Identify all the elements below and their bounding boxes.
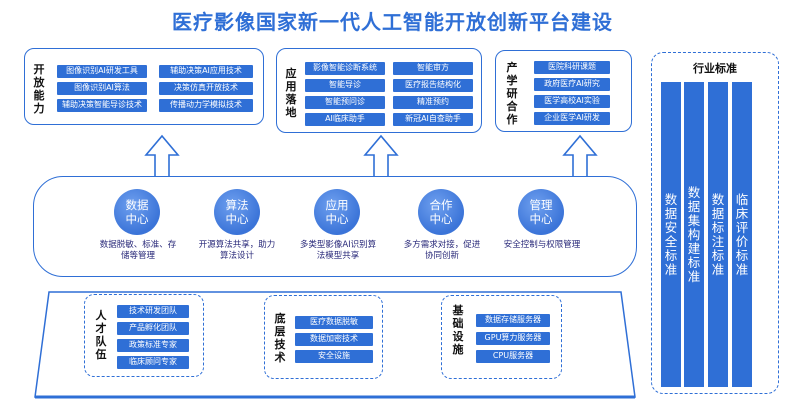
chip-coop-2: 政府医疗AI研究 [534,78,610,91]
center-caption: 开源算法共享，助力 算法设计 [198,240,276,261]
center-caption: 多方需求对接，促进 协同创新 [403,240,481,261]
chip-tech-1: 医疗数据脱敏 [295,316,373,329]
chip-talent-1: 技术研发团队 [117,305,189,318]
chip-app-3: 智能预问诊 [305,96,385,109]
chip-app-2: 智能导诊 [305,79,385,92]
chip-coop-1: 医院科研课题 [534,61,610,74]
open-capability-panel: 开放能力 图像识别AI研发工具 图像识别AI算法 辅助决策智能导诊技术 辅助决策… [24,48,264,125]
center-line1: 算法 [225,198,249,212]
talent-label: 人才队伍 [95,309,107,361]
infrastructure-panel: 基础设施 数据存储服务器 GPU算力服务器 CPU服务器 [441,295,562,379]
center-line1: 数据 [125,198,149,212]
center-line1: 合作 [429,198,453,212]
algorithm-center-circle: 算法 中心 [214,189,260,235]
chip-open-6: 传播动力学模拟技术 [159,99,253,112]
center-line1: 管理 [529,198,553,212]
application-panel: 应用落地 影像智能诊断系统 智能导诊 智能预问诊 AI临床助手 智能审方 医疗报… [276,48,482,133]
chip-open-1: 图像识别AI研发工具 [57,65,147,78]
talent-panel: 人才队伍 技术研发团队 产品孵化团队 政策标准专家 临床顾问专家 [84,294,204,377]
chip-app-5: 智能审方 [393,62,473,75]
center-caption: 多类型影像AI识别算 法模型共享 [299,240,377,261]
chip-talent-2: 产品孵化团队 [117,322,189,335]
chip-open-4: 辅助决策AI应用技术 [159,65,253,78]
management-center-circle: 管理 中心 [518,189,564,235]
chip-tech-3: 安全设施 [295,350,373,363]
centers-band: 数据 中心 数据脱敏、标准、存 储等管理 算法 中心 开源算法共享，助力 算法设… [33,176,637,277]
up-arrow-icon [363,134,399,179]
chip-talent-4: 临床顾问专家 [117,356,189,369]
chip-app-1: 影像智能诊断系统 [305,62,385,75]
core-tech-panel: 底层技术 医疗数据脱敏 数据加密技术 安全设施 [264,295,383,379]
chip-open-2: 图像识别AI算法 [57,82,147,95]
chip-open-3: 辅助决策智能导诊技术 [57,99,147,112]
application-label: 应用落地 [285,67,297,119]
center-line2: 中心 [529,212,553,226]
up-arrow-icon [144,134,180,179]
chip-coop-4: 企业医学AI研发 [534,112,610,125]
open-capability-label: 开放能力 [33,63,45,115]
page-title: 医疗影像国家新一代人工智能开放创新平台建设 [172,10,613,34]
chip-tech-2: 数据加密技术 [295,333,373,346]
chip-talent-3: 政策标准专家 [117,339,189,352]
application-center-circle: 应用 中心 [314,189,360,235]
chip-app-7: 精准预约 [393,96,473,109]
center-line2: 中心 [225,212,249,226]
chip-app-6: 医疗报告结构化 [393,79,473,92]
center-line2: 中心 [325,212,349,226]
cooperation-center-circle: 合作 中心 [418,189,464,235]
chip-app-4: AI临床助手 [305,113,385,126]
industry-standards-title: 行业标准 [693,62,737,75]
data-center-circle: 数据 中心 [114,189,160,235]
chip-coop-3: 医学高校AI实验 [534,95,610,108]
chip-infra-3: CPU服务器 [476,350,550,363]
cooperation-panel: 产学研合作 医院科研课题 政府医疗AI研究 医学高校AI实验 企业医学AI研发 [495,50,632,132]
center-line2: 中心 [125,212,149,226]
center-caption: 数据脱敏、标准、存 储等管理 [99,240,177,261]
center-caption: 安全控制与权限管理 [503,240,581,250]
standard-column: 数据集构建标准 [684,82,704,387]
center-line2: 中心 [429,212,453,226]
infrastructure-label: 基础设施 [452,304,464,356]
center-line1: 应用 [325,198,349,212]
chip-open-5: 决策仿真开放技术 [159,82,253,95]
cooperation-label: 产学研合作 [506,61,518,126]
core-tech-label: 底层技术 [274,312,286,364]
standard-column: 临床评价标准 [732,82,752,387]
up-arrow-icon [562,134,598,179]
chip-infra-1: 数据存储服务器 [476,314,550,327]
standard-column: 数据安全标准 [661,82,681,387]
chip-app-8: 新冠AI自查助手 [393,113,473,126]
chip-infra-2: GPU算力服务器 [476,332,550,345]
standard-column: 数据标注标准 [708,82,728,387]
